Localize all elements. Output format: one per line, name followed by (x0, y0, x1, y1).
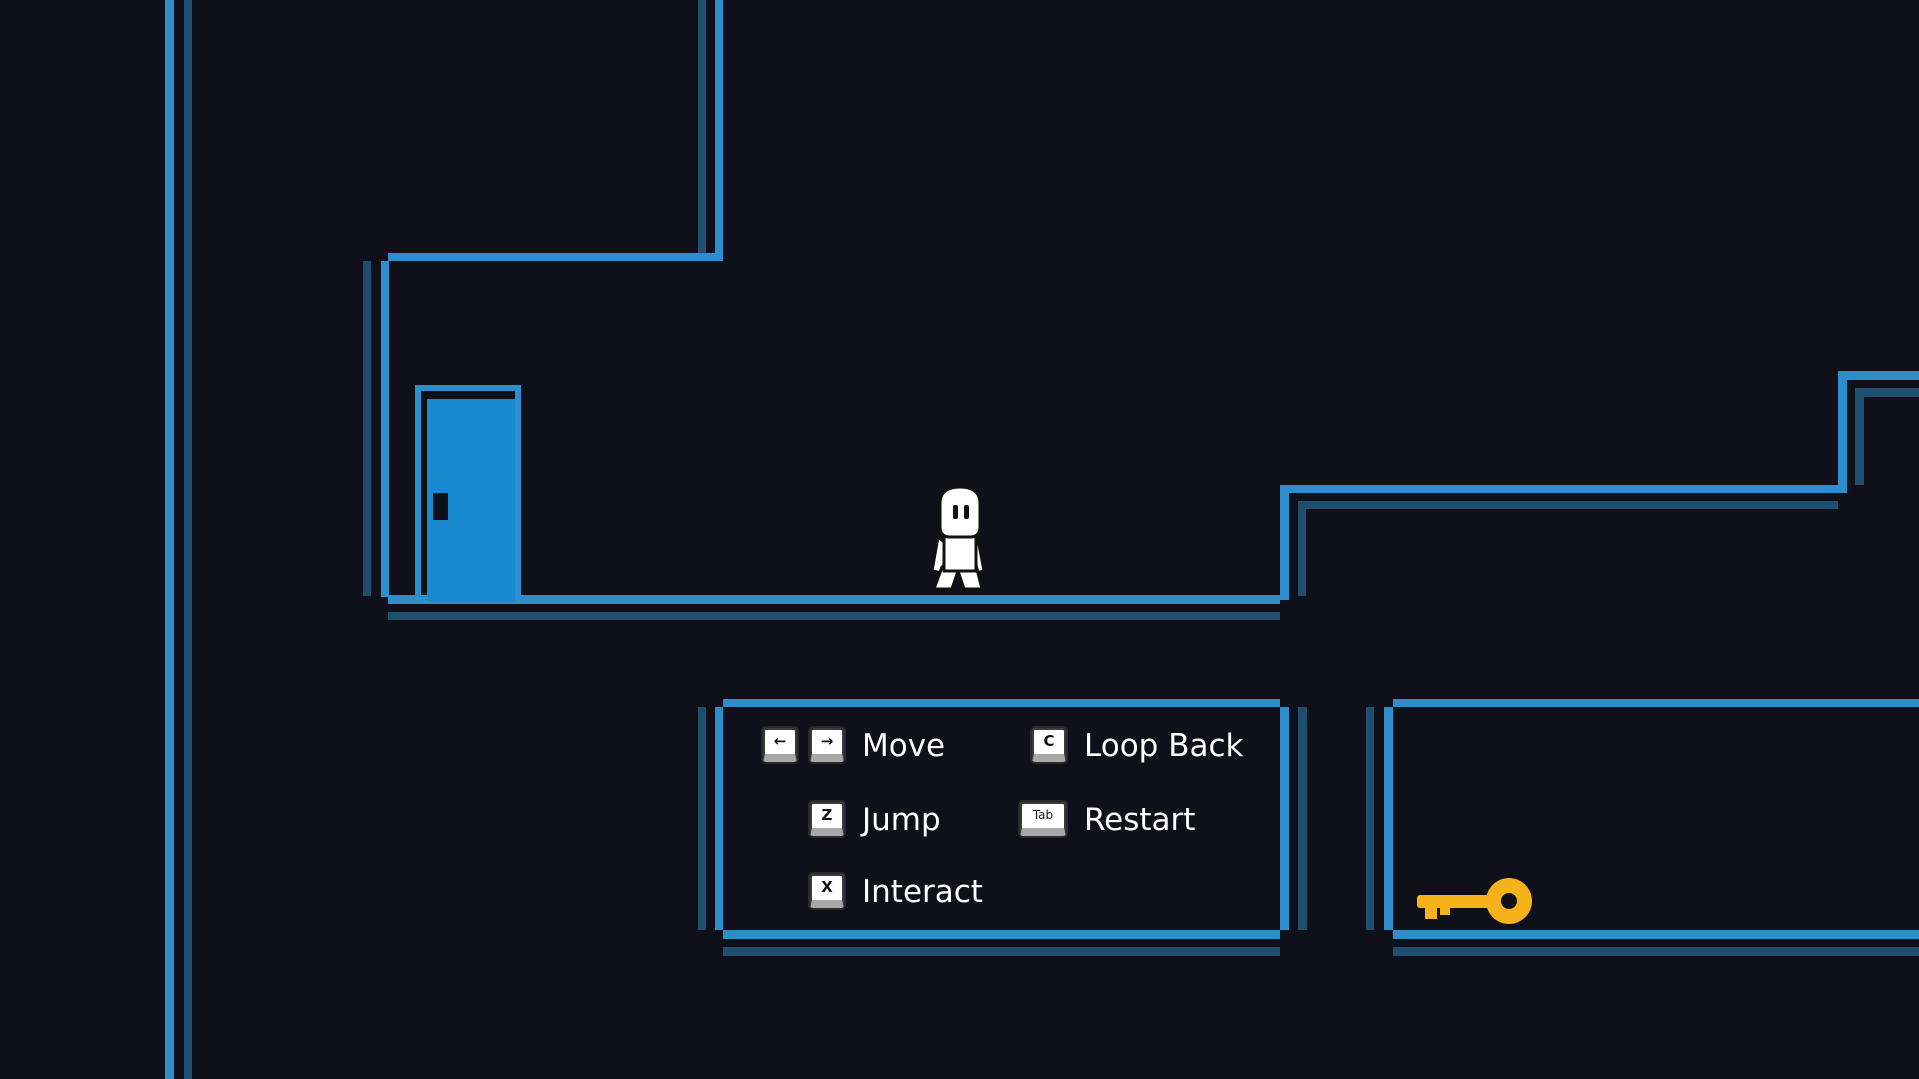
ledge-shadow (1298, 501, 1838, 509)
wall-shadow (698, 0, 706, 255)
wall (165, 0, 174, 1079)
control-label-jump: Jump (862, 802, 941, 838)
control-label-move: Move (862, 728, 946, 764)
panel-right (1280, 707, 1289, 930)
ledge (1280, 485, 1847, 493)
control-label-interact: Interact (862, 874, 983, 910)
wall-shadow (1366, 707, 1374, 930)
floor-shadow (1393, 947, 1919, 956)
key-z: Z (810, 802, 844, 836)
wall-shadow (1298, 501, 1306, 596)
wall-shadow (1855, 388, 1864, 485)
wall (1384, 707, 1393, 930)
panel-left (715, 707, 723, 930)
ledge (1838, 371, 1919, 380)
golden-key-icon[interactable] (1417, 877, 1535, 927)
player-character (930, 485, 986, 591)
ceiling (1393, 699, 1919, 707)
key-x: X (810, 874, 844, 908)
ceiling (388, 253, 723, 261)
wall-shadow (363, 261, 371, 596)
door-panel (427, 399, 515, 601)
panel-bottom-shadow (723, 947, 1280, 956)
ledge-shadow (1855, 388, 1919, 397)
key-left-arrow: ← (763, 728, 797, 762)
floor (1393, 930, 1919, 939)
panel-top (723, 699, 1280, 707)
floor-shadow (388, 612, 1280, 620)
door-handle (433, 493, 448, 520)
panel-left-shadow (698, 707, 706, 930)
door[interactable] (415, 385, 521, 601)
control-label-loop-back: Loop Back (1084, 728, 1244, 764)
panel-right-shadow (1298, 707, 1307, 930)
floor (388, 595, 1280, 604)
key-c: C (1032, 728, 1066, 762)
wall (381, 261, 389, 597)
control-label-restart: Restart (1084, 802, 1196, 838)
key-right-arrow: → (810, 728, 844, 762)
wall (715, 0, 723, 261)
wall-shadow (184, 0, 192, 1079)
key-tab: Tab (1020, 802, 1066, 836)
wall (1838, 371, 1847, 493)
wall (1280, 485, 1289, 600)
panel-bottom (723, 930, 1280, 939)
